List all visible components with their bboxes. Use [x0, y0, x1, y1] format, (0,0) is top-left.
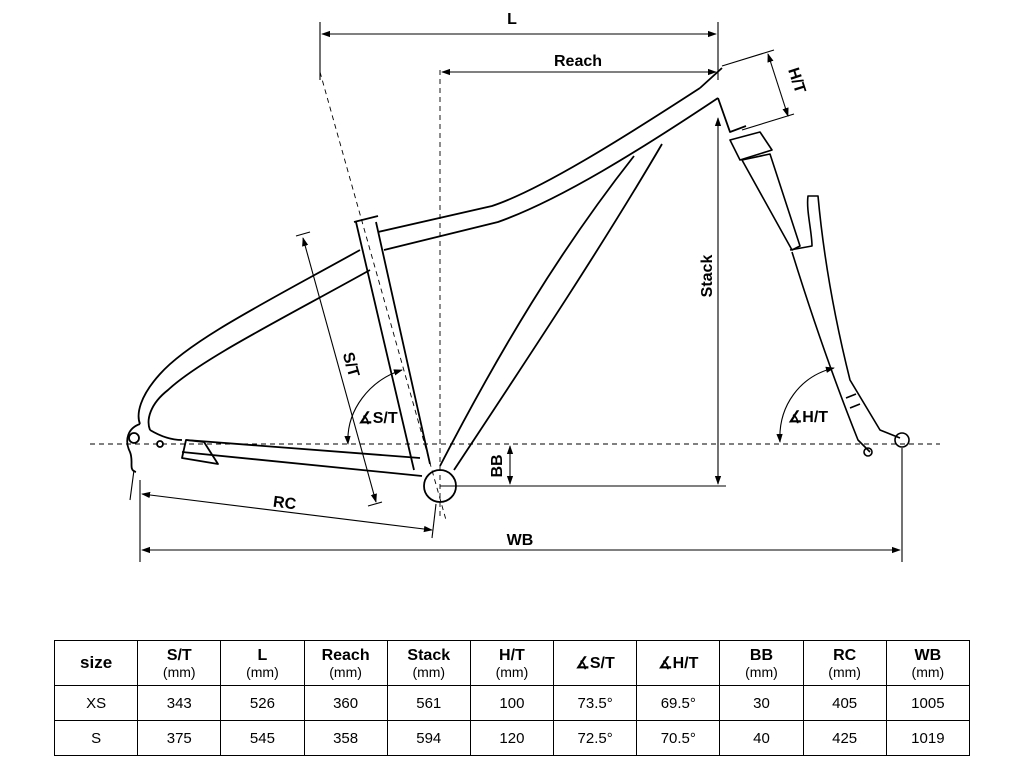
seat-stay	[137, 249, 371, 431]
cell-bb: 40	[719, 720, 804, 756]
header-bb: BB(mm)	[719, 640, 804, 686]
cell-wb: 1005	[885, 685, 971, 721]
cell-size: XS	[53, 685, 139, 721]
header-ht: H/T(mm)	[469, 640, 555, 686]
cell-st-angle: 73.5°	[553, 685, 638, 721]
cell-rc: 425	[802, 720, 887, 756]
cell-ht: 120	[469, 720, 555, 756]
label-reach: Reach	[554, 53, 602, 70]
cell-ht-angle: 70.5°	[636, 720, 721, 756]
header-wb: WB(mm)	[885, 640, 971, 686]
label-ht-angle: ∡H/T	[788, 409, 828, 426]
cell-rc: 405	[802, 685, 887, 721]
label-st-angle: ∡S/T	[358, 410, 397, 427]
cell-wb: 1019	[885, 720, 971, 756]
cell-stack: 561	[386, 685, 471, 721]
dimension-lines	[129, 22, 903, 562]
cell-reach: 358	[303, 720, 388, 756]
geometry-table: size S/T(mm) L(mm) Reach(mm) Stack(mm) H…	[53, 640, 971, 756]
table-row-s: S 375 545 358 594 120 72.5° 70.5° 40 425…	[53, 720, 971, 756]
label-wb: WB	[507, 532, 534, 549]
cell-reach: 360	[303, 685, 388, 721]
reference-lines	[90, 70, 940, 521]
cell-ht-angle: 69.5°	[636, 685, 721, 721]
label-l: L	[507, 11, 517, 28]
down-tube	[439, 143, 663, 471]
label-st: S/T	[339, 350, 362, 379]
label-stack: Stack	[699, 255, 716, 298]
header-stack: Stack(mm)	[386, 640, 471, 686]
table-header-row: size S/T(mm) L(mm) Reach(mm) Stack(mm) H…	[53, 640, 971, 686]
cell-st-angle: 72.5°	[553, 720, 638, 756]
fork	[729, 131, 910, 457]
seat-tube	[355, 221, 431, 471]
cell-stack: 594	[386, 720, 471, 756]
geometry-diagram: L Reach H/T Stack S/T ∡S/T ∡H/T BB RC WB	[90, 11, 940, 562]
label-ht: H/T	[784, 66, 808, 96]
header-reach: Reach(mm)	[303, 640, 388, 686]
header-ht-angle: ∡H/T	[636, 640, 721, 686]
table-row-xs: XS 343 526 360 561 100 73.5° 69.5° 30 40…	[53, 685, 971, 721]
cell-l: 526	[220, 685, 305, 721]
header-st: S/T(mm)	[137, 640, 222, 686]
chain-stay	[181, 439, 423, 477]
header-rc: RC(mm)	[802, 640, 887, 686]
header-st-angle: ∡S/T	[553, 640, 638, 686]
head-tube	[699, 67, 747, 133]
bike-frame	[126, 67, 747, 503]
header-l: L(mm)	[220, 640, 305, 686]
label-bb: BB	[489, 454, 506, 477]
cell-l: 545	[220, 720, 305, 756]
cell-st: 375	[137, 720, 222, 756]
label-rc: RC	[272, 494, 297, 514]
dimension-labels: L Reach H/T Stack S/T ∡S/T ∡H/T BB RC WB	[272, 11, 828, 549]
cell-bb: 30	[719, 685, 804, 721]
header-size: size	[53, 640, 139, 686]
rear-dropout	[126, 423, 183, 473]
cell-st: 343	[137, 685, 222, 721]
cell-size: S	[53, 720, 139, 756]
top-tube	[377, 87, 719, 251]
cell-ht: 100	[469, 685, 555, 721]
